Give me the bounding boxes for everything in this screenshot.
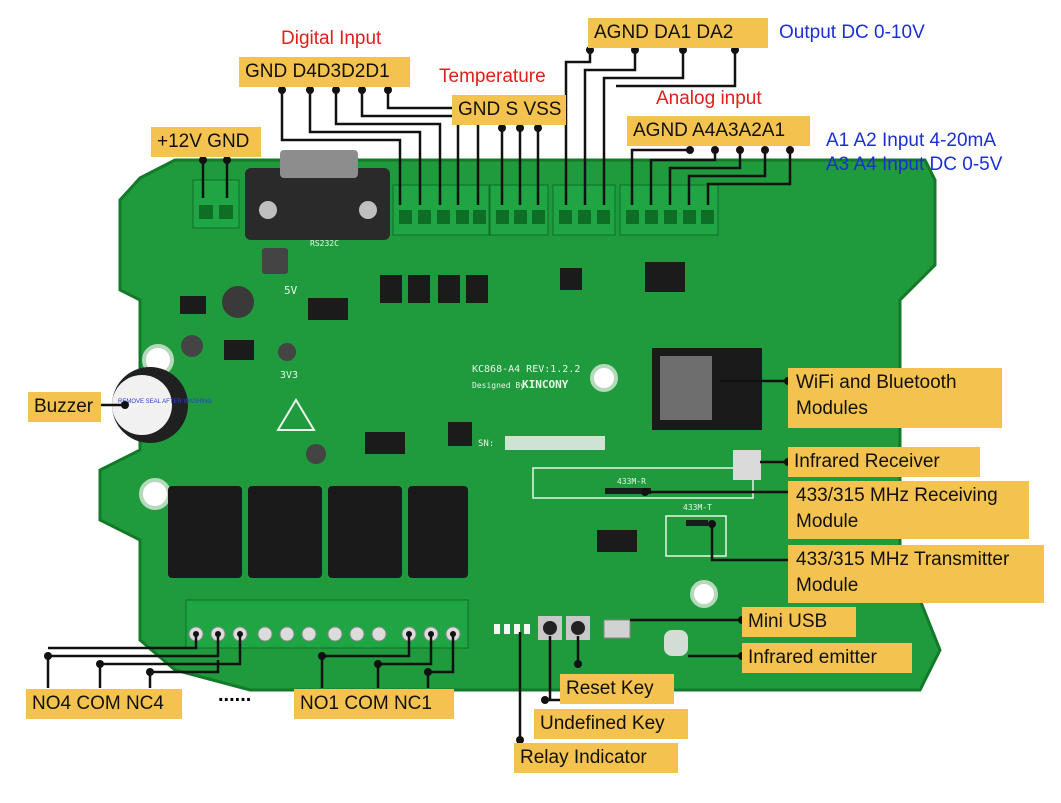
- label-dac: AGND DA1 DA2: [588, 18, 768, 48]
- relay-4: [168, 486, 242, 578]
- label-wifi: WiFi and Bluetooth Modules: [788, 368, 1002, 428]
- ic-chip: [308, 298, 348, 320]
- leader-dots: [44, 46, 794, 744]
- relay-output-terminal: [185, 599, 469, 649]
- ic-chip: [180, 296, 206, 314]
- ic-chip: [365, 432, 405, 454]
- label-temperature: GND S VSS: [452, 95, 566, 125]
- designed-by-silkscreen: Designed By: [472, 381, 525, 390]
- ir-emitter: [664, 630, 688, 656]
- label-relay4: NO4 COM NC4: [26, 689, 182, 719]
- label-mini-usb: Mini USB: [742, 607, 856, 637]
- label-buzzer: Buzzer: [28, 392, 101, 422]
- label-rx433: 433/315 MHz Receiving Module: [788, 481, 1029, 539]
- caption-temperature: Temperature: [439, 66, 546, 87]
- mounting-hole: [590, 364, 618, 392]
- model-silkscreen: KC868-A4 REV:1.2.2: [472, 364, 580, 375]
- esd-symbol: [276, 398, 316, 431]
- label-ir-receiver: Infrared Receiver: [788, 447, 980, 477]
- mounting-hole: [690, 580, 718, 608]
- power-terminal: [192, 179, 240, 229]
- ic-chip: [408, 275, 430, 303]
- brand-silkscreen: KINCONY: [522, 378, 569, 391]
- 3v3-silkscreen: 3V3: [280, 370, 298, 381]
- rs232-connector: [245, 168, 390, 240]
- label-tx433: 433/315 MHz Transmitter Module: [788, 545, 1044, 603]
- label-relay1: NO1 COM NC1: [294, 689, 454, 719]
- inductor: [222, 286, 254, 318]
- 5v-silkscreen: 5V: [284, 284, 298, 297]
- 433r-silkscreen: 433M-R: [617, 477, 646, 486]
- relay-3: [248, 486, 322, 578]
- ic-chip: [645, 262, 685, 292]
- ic-chip: [448, 422, 472, 446]
- 433t-silkscreen: 433M-T: [683, 503, 712, 512]
- label-reset-key: Reset Key: [560, 674, 674, 704]
- ic-chip: [466, 275, 488, 303]
- label-digital: GND D4D3D2D1: [239, 57, 410, 87]
- caption-digital-input: Digital Input: [281, 28, 382, 49]
- label-analog: AGND A4A3A2A1: [627, 116, 810, 146]
- ellipsis-more-relays: ......: [218, 684, 252, 706]
- label-ir-emitter: Infrared emitter: [742, 643, 912, 673]
- relay-2: [328, 486, 402, 578]
- label-relay-indicator: Relay Indicator: [514, 743, 678, 773]
- buzzer-seal-text: REMOVE SEAL AFTER WASHING: [118, 399, 212, 405]
- ic-chip: [380, 275, 402, 303]
- caption-a1a2-input: A1 A2 Input 4-20mA: [826, 130, 997, 151]
- tx433-footprint: [665, 515, 727, 557]
- caption-output-dc: Output DC 0-10V: [779, 22, 925, 43]
- ir-receiver: [733, 450, 761, 480]
- caption-analog-input: Analog input: [656, 88, 762, 109]
- rs232-silkscreen: RS232C: [310, 239, 339, 248]
- leader-lines: [46, 50, 792, 740]
- ic-chip: [560, 268, 582, 290]
- mounting-hole: [139, 478, 171, 510]
- rx433-footprint: [532, 467, 754, 499]
- ic-chip: [438, 275, 460, 303]
- ic-chip: [597, 530, 637, 552]
- relay-1: [408, 486, 468, 578]
- caption-a3a4-input: A3 A4 Input DC 0-5V: [826, 154, 1003, 175]
- label-undefined-key: Undefined Key: [534, 709, 688, 739]
- sn-silkscreen: SN:: [478, 439, 494, 449]
- ic-chip: [224, 340, 254, 360]
- label-power: +12V GND: [151, 127, 261, 157]
- mini-usb-port: [603, 619, 631, 639]
